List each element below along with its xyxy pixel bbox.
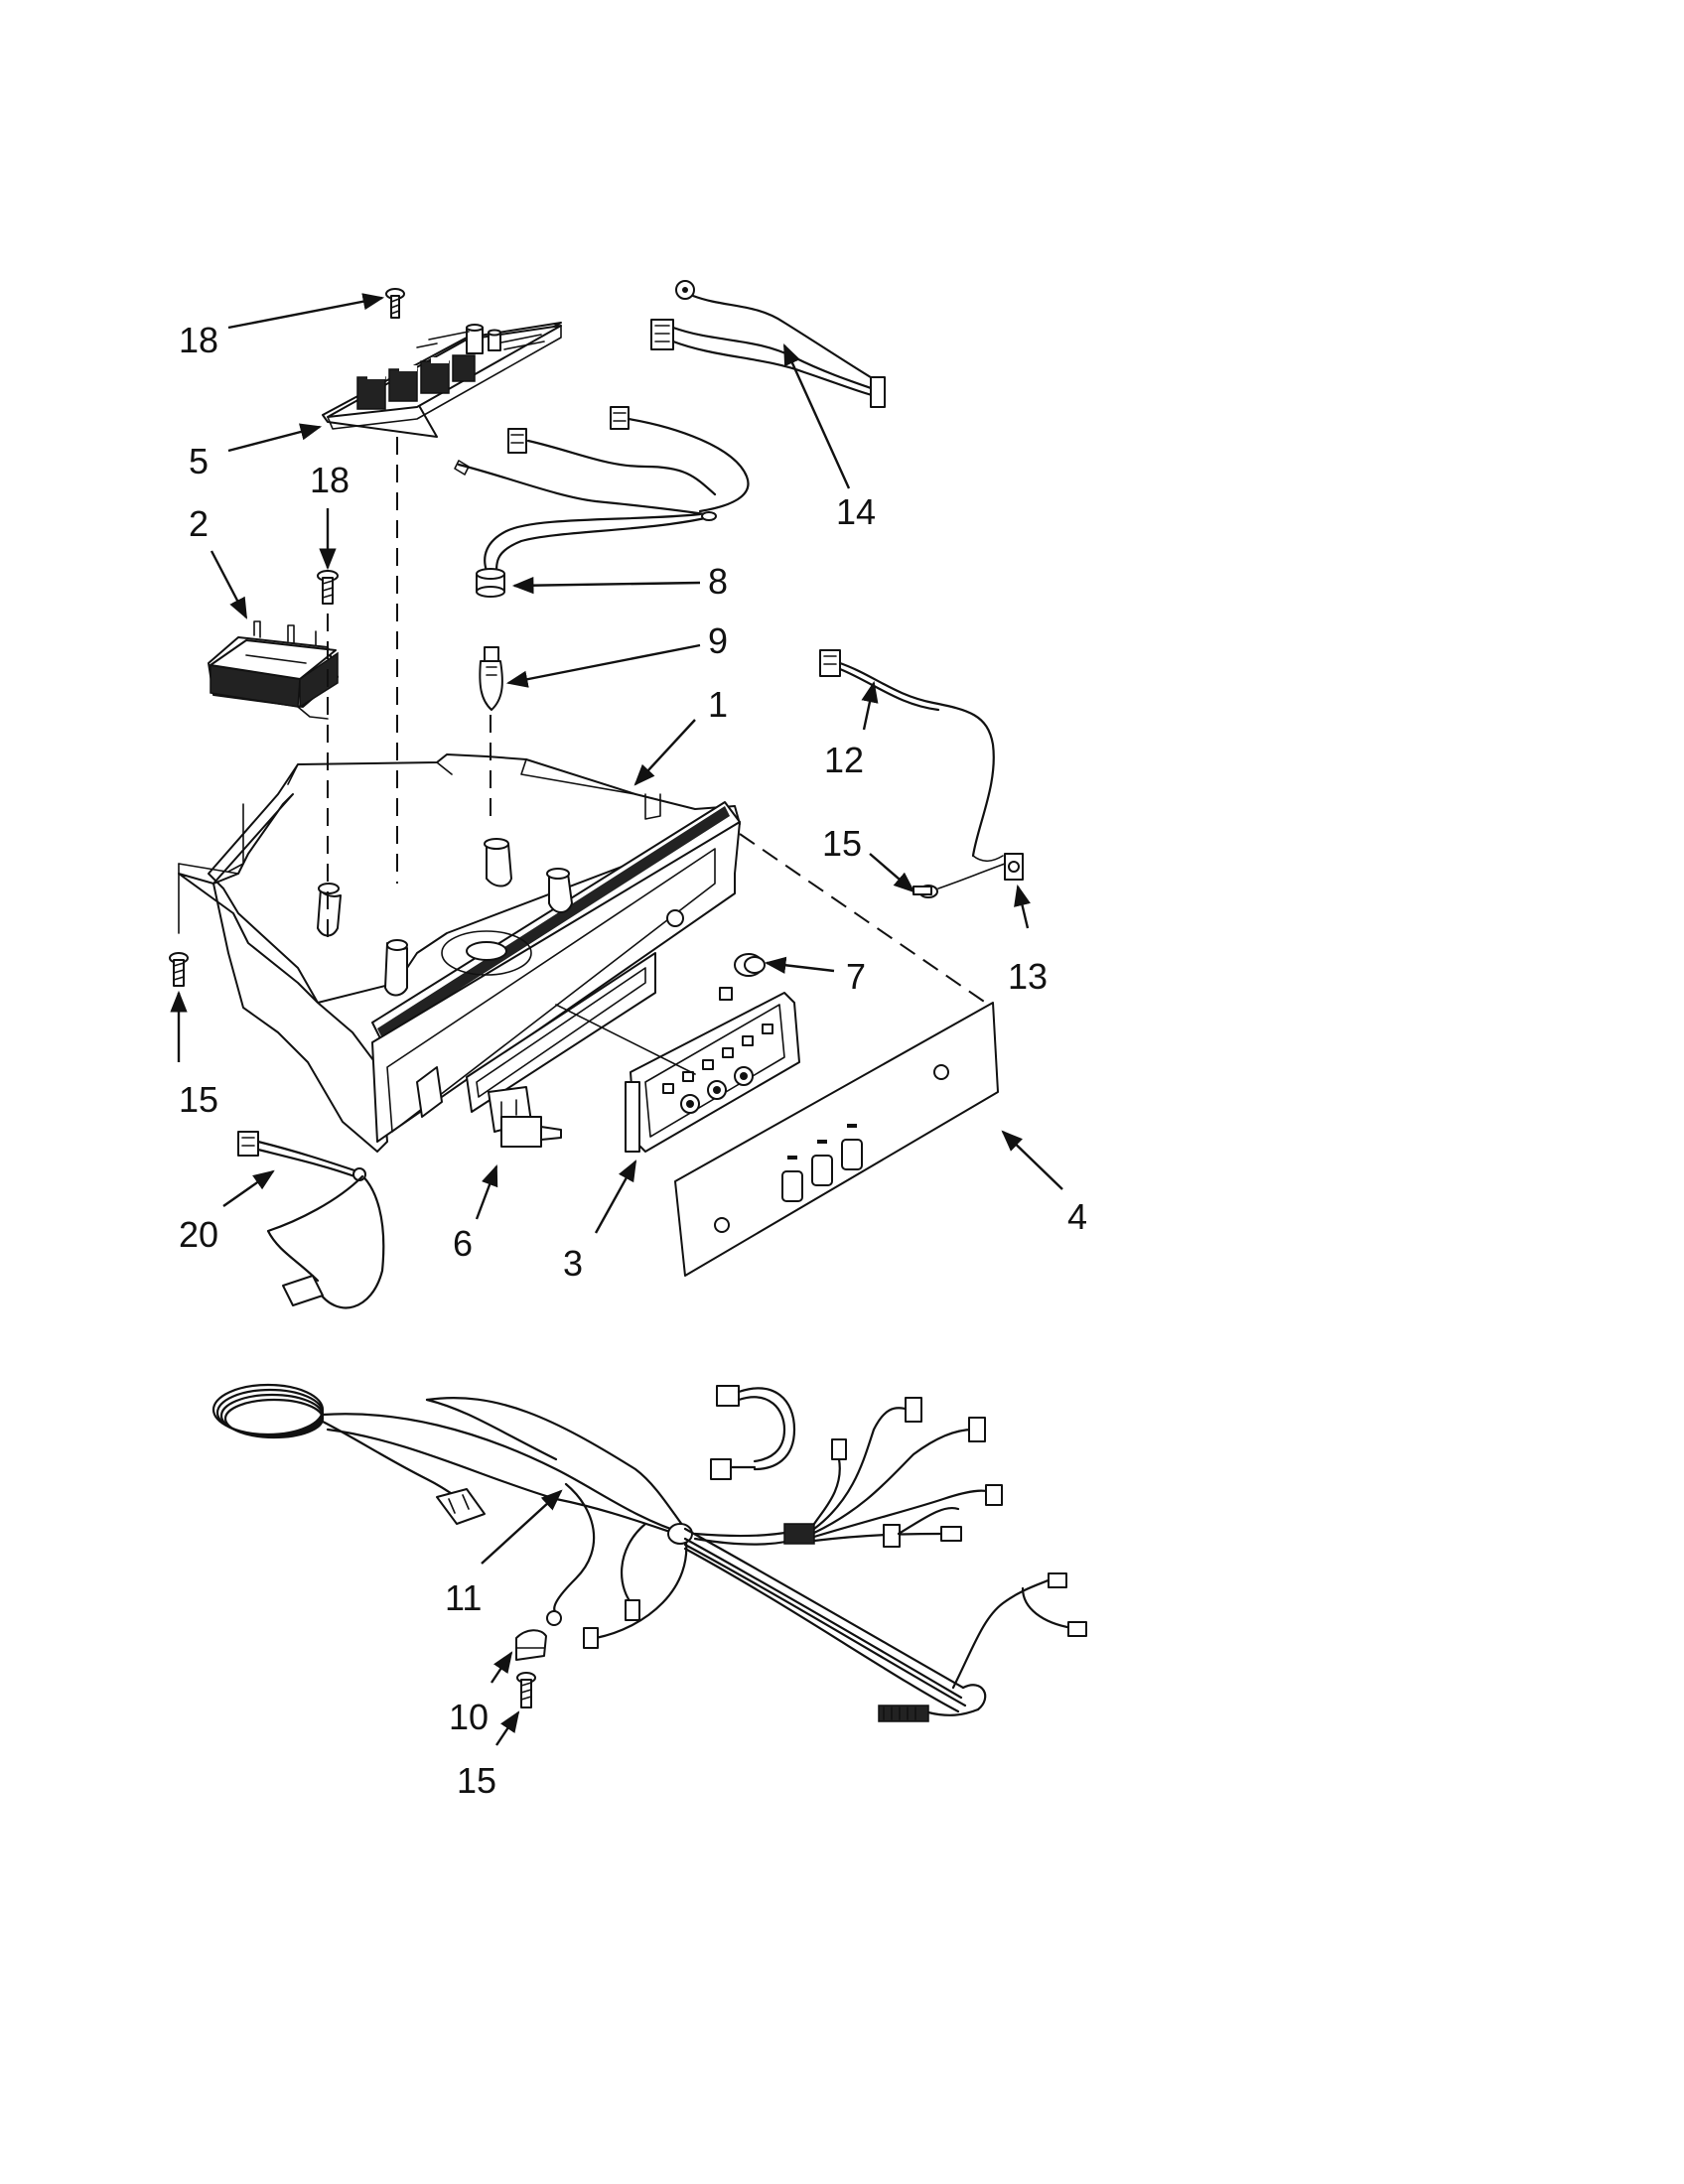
screw-15-bottom (516, 1672, 536, 1708)
main-wire-harness-11 (211, 1383, 1087, 1722)
callout-8: 8 (708, 561, 728, 602)
callout-7: 7 (846, 956, 866, 997)
callout-13: 13 (1008, 956, 1048, 997)
callout-4: 4 (1067, 1196, 1087, 1237)
callout-15-right: 15 (822, 823, 862, 864)
callout-15-left: 15 (179, 1079, 218, 1120)
control-housing-1 (178, 753, 741, 1153)
spacer-7 (734, 953, 766, 977)
module-buttons (662, 1024, 773, 1114)
sensor-13 (937, 853, 1024, 889)
power-cord-coil (211, 1383, 325, 1439)
callout-18-middle: 18 (310, 460, 350, 500)
control-board-part (322, 322, 562, 438)
callout-11: 11 (445, 1577, 482, 1618)
screw-18-top (385, 288, 405, 319)
screw-15-right (912, 885, 938, 898)
callout-9: 9 (708, 620, 728, 661)
callout-labels: 18 5 18 2 14 8 9 1 12 15 7 13 15 20 6 3 … (179, 320, 1087, 1801)
clamp-10 (515, 1629, 547, 1661)
callout-14: 14 (836, 491, 876, 532)
lamp-socket-wires-8 (454, 406, 750, 598)
control-module-3 (555, 987, 800, 1153)
wire-harness-14 (650, 280, 886, 408)
callout-15-bottom: 15 (457, 1760, 496, 1801)
screw-15-left (169, 952, 189, 987)
callout-6: 6 (453, 1223, 473, 1264)
alignment-lines (178, 437, 994, 1009)
front-panel-4 (674, 1002, 999, 1277)
callout-18-top: 18 (179, 320, 218, 360)
callout-1: 1 (708, 684, 728, 725)
callout-3: 3 (563, 1243, 583, 1284)
callout-12: 12 (824, 740, 864, 780)
light-bulb-9 (479, 646, 503, 711)
callout-2: 2 (189, 503, 209, 544)
leader-arrows (170, 293, 1063, 1746)
sensor-harness-20 (237, 1131, 385, 1309)
switch-6 (488, 1086, 562, 1148)
relay-blocks (356, 354, 476, 410)
callout-5: 5 (189, 441, 209, 481)
screw-18-middle (317, 570, 339, 605)
wire-12 (819, 649, 1004, 863)
callout-10: 10 (449, 1697, 489, 1737)
housing-bosses (317, 838, 573, 997)
transformer-2 (208, 620, 339, 720)
callout-20: 20 (179, 1214, 218, 1255)
